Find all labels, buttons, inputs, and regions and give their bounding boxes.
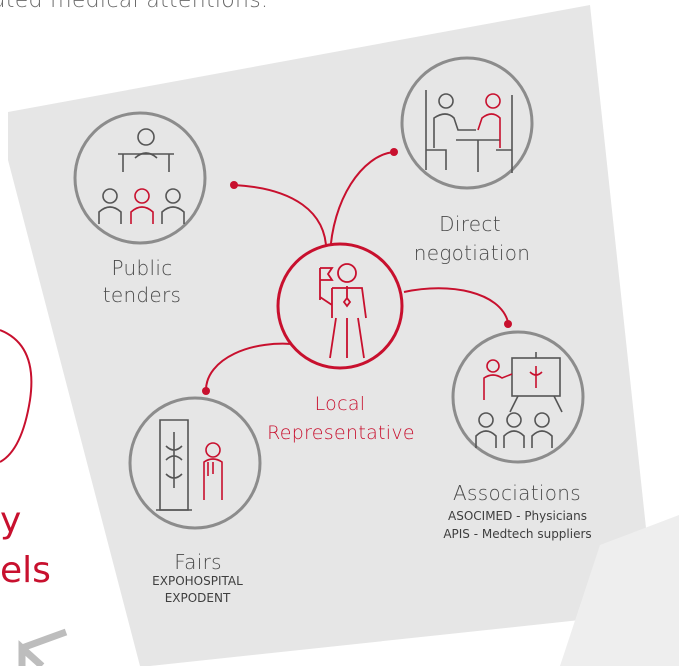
header-fragment: ated medical attentions. xyxy=(0,0,269,13)
connector-fairs xyxy=(205,342,303,391)
decorative-shape xyxy=(560,515,679,666)
center-label-line1: Local xyxy=(314,393,366,415)
dot-public-tenders xyxy=(230,181,238,189)
arrow-up-icon xyxy=(18,628,68,669)
left-fragment-line1: y xyxy=(0,500,22,541)
podium-audience-icon xyxy=(98,128,185,224)
fairs-sub1: EXPOHOSPITAL xyxy=(152,574,243,588)
associations-sub1: ASOCIMED - Physicians xyxy=(448,509,587,523)
direct-negotiation-circle xyxy=(400,56,534,190)
public-tenders-line1: Public xyxy=(111,256,173,280)
connector-public-tenders xyxy=(233,184,328,259)
direct-negotiation-line2: negotiation xyxy=(413,241,531,265)
dot-associations xyxy=(504,320,512,328)
public-tenders-line2: tenders xyxy=(102,283,182,307)
dot-direct-negotiation xyxy=(390,148,398,156)
connector-associations xyxy=(403,287,509,323)
connector-dots xyxy=(202,148,512,395)
fairs-title: Fairs xyxy=(174,550,222,574)
center-label-line2: Representative xyxy=(267,422,415,444)
node-circles xyxy=(73,56,585,530)
associations-title: Associations xyxy=(453,481,581,505)
left-partial-circle xyxy=(0,329,33,463)
connector-direct-negotiation xyxy=(329,151,395,257)
representative-flag-icon xyxy=(319,263,367,359)
associations-sub2: APIS - Medtech suppliers xyxy=(443,527,592,541)
local-representative-circle xyxy=(276,242,404,370)
fairs-sub2: EXPODENT xyxy=(164,591,231,605)
dot-fairs xyxy=(202,387,210,395)
direct-negotiation-line1: Direct xyxy=(439,212,501,236)
presentation-audience-icon xyxy=(475,352,563,448)
public-tenders-circle xyxy=(73,111,207,245)
negotiation-icon xyxy=(425,90,513,173)
connectors xyxy=(205,151,509,391)
left-fragment-line2: els xyxy=(0,550,51,591)
fairs-circle xyxy=(128,396,262,530)
banner-caduceus-icon xyxy=(156,419,223,511)
